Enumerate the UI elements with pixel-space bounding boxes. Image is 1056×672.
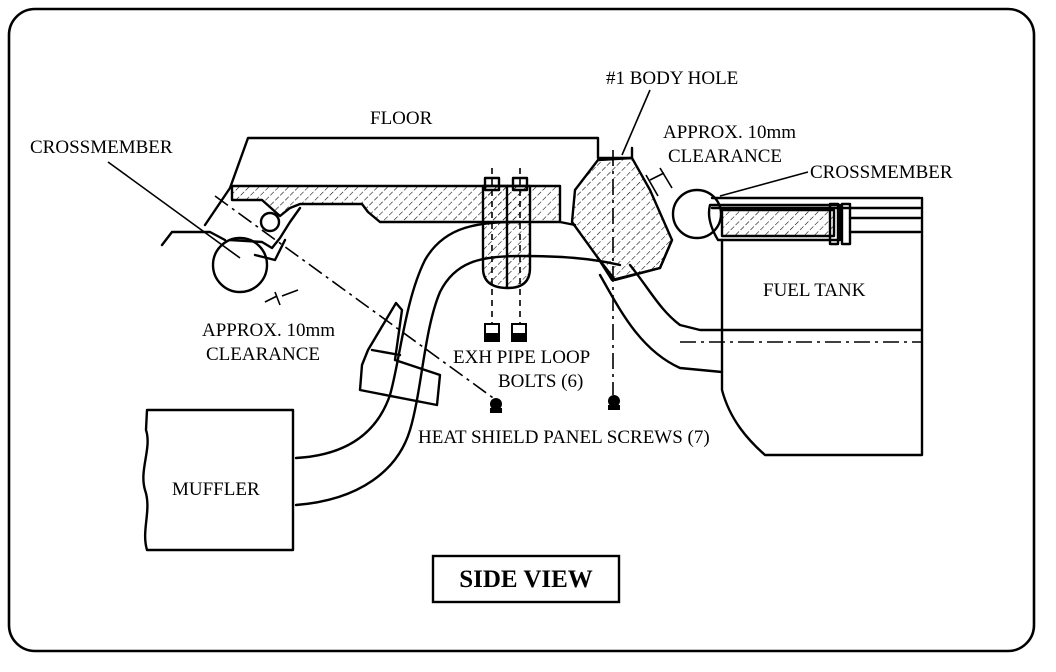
fuel-tank-strap-band [707,203,842,242]
floor-panel-hatched [230,184,562,224]
exh-pipe-label-2: BOLTS (6) [498,371,583,392]
leader-body-hole [621,89,651,156]
fuel-tank-strap-lines [848,216,922,234]
clearance-right-label-2: CLEARANCE [668,146,782,167]
strap-clamp-1 [828,202,840,246]
floor-label: FLOOR [370,108,433,129]
exhaust-pipe-lower [294,254,622,507]
muffler-outline [142,408,295,552]
heat-shield-screw-1 [490,398,502,413]
fuel-tank-label: FUEL TANK [763,280,866,301]
loop-bolt-lower-2 [511,323,527,342]
muffler-label: MUFFLER [172,479,260,500]
heat-shield-label: HEAT SHIELD PANEL SCREWS (7) [418,427,710,448]
fuel-tank-outline [720,196,924,457]
exhaust-pipe-upper [294,220,522,460]
loop-bolt-lower-1 [484,323,500,342]
clearance-left-label-1: APPROX. 10mm [202,320,335,341]
leader-crossmember-right [719,171,809,197]
left-crossmember-bracket-2 [253,238,287,262]
fuel-tank-strap-upper [710,196,922,210]
crossmember-right-label: CROSSMEMBER [810,162,953,183]
left-crossmember-bracket [160,206,302,250]
exh-pipe-label-1: EXH PIPE LOOP [453,347,590,368]
diagram-frame [7,7,1036,653]
title-box [431,554,621,604]
clearance-right-label-1: APPROX. 10mm [663,122,796,143]
screw-centerline-diagonal [214,195,497,401]
leader-clearance-right [649,172,665,181]
pipe-hanger-bracket [358,301,442,407]
strap-clamp-2 [840,202,852,246]
pipe-hanger-inner [370,348,402,357]
fuel-tank-strap-hatch [720,208,836,238]
crossmember-left-label: CROSSMEMBER [30,137,173,158]
leader-clearance-left [274,291,281,306]
clearance-left-arrows [264,289,299,303]
left-crossmember-tube [211,236,269,294]
leader-crossmember-left [107,161,241,259]
title-label: SIDE VIEW [459,566,593,593]
body-hole-bracket-outline [596,238,674,282]
clearance-left-label-2: CLEARANCE [206,344,320,365]
heat-shield-screw-2 [608,395,620,410]
body-hole-label: #1 BODY HOLE [606,68,738,89]
left-crossmember-small-tube [259,211,281,233]
exhaust-pipe-to-tank-lower [598,273,724,374]
clearance-right-arrows [645,167,673,197]
